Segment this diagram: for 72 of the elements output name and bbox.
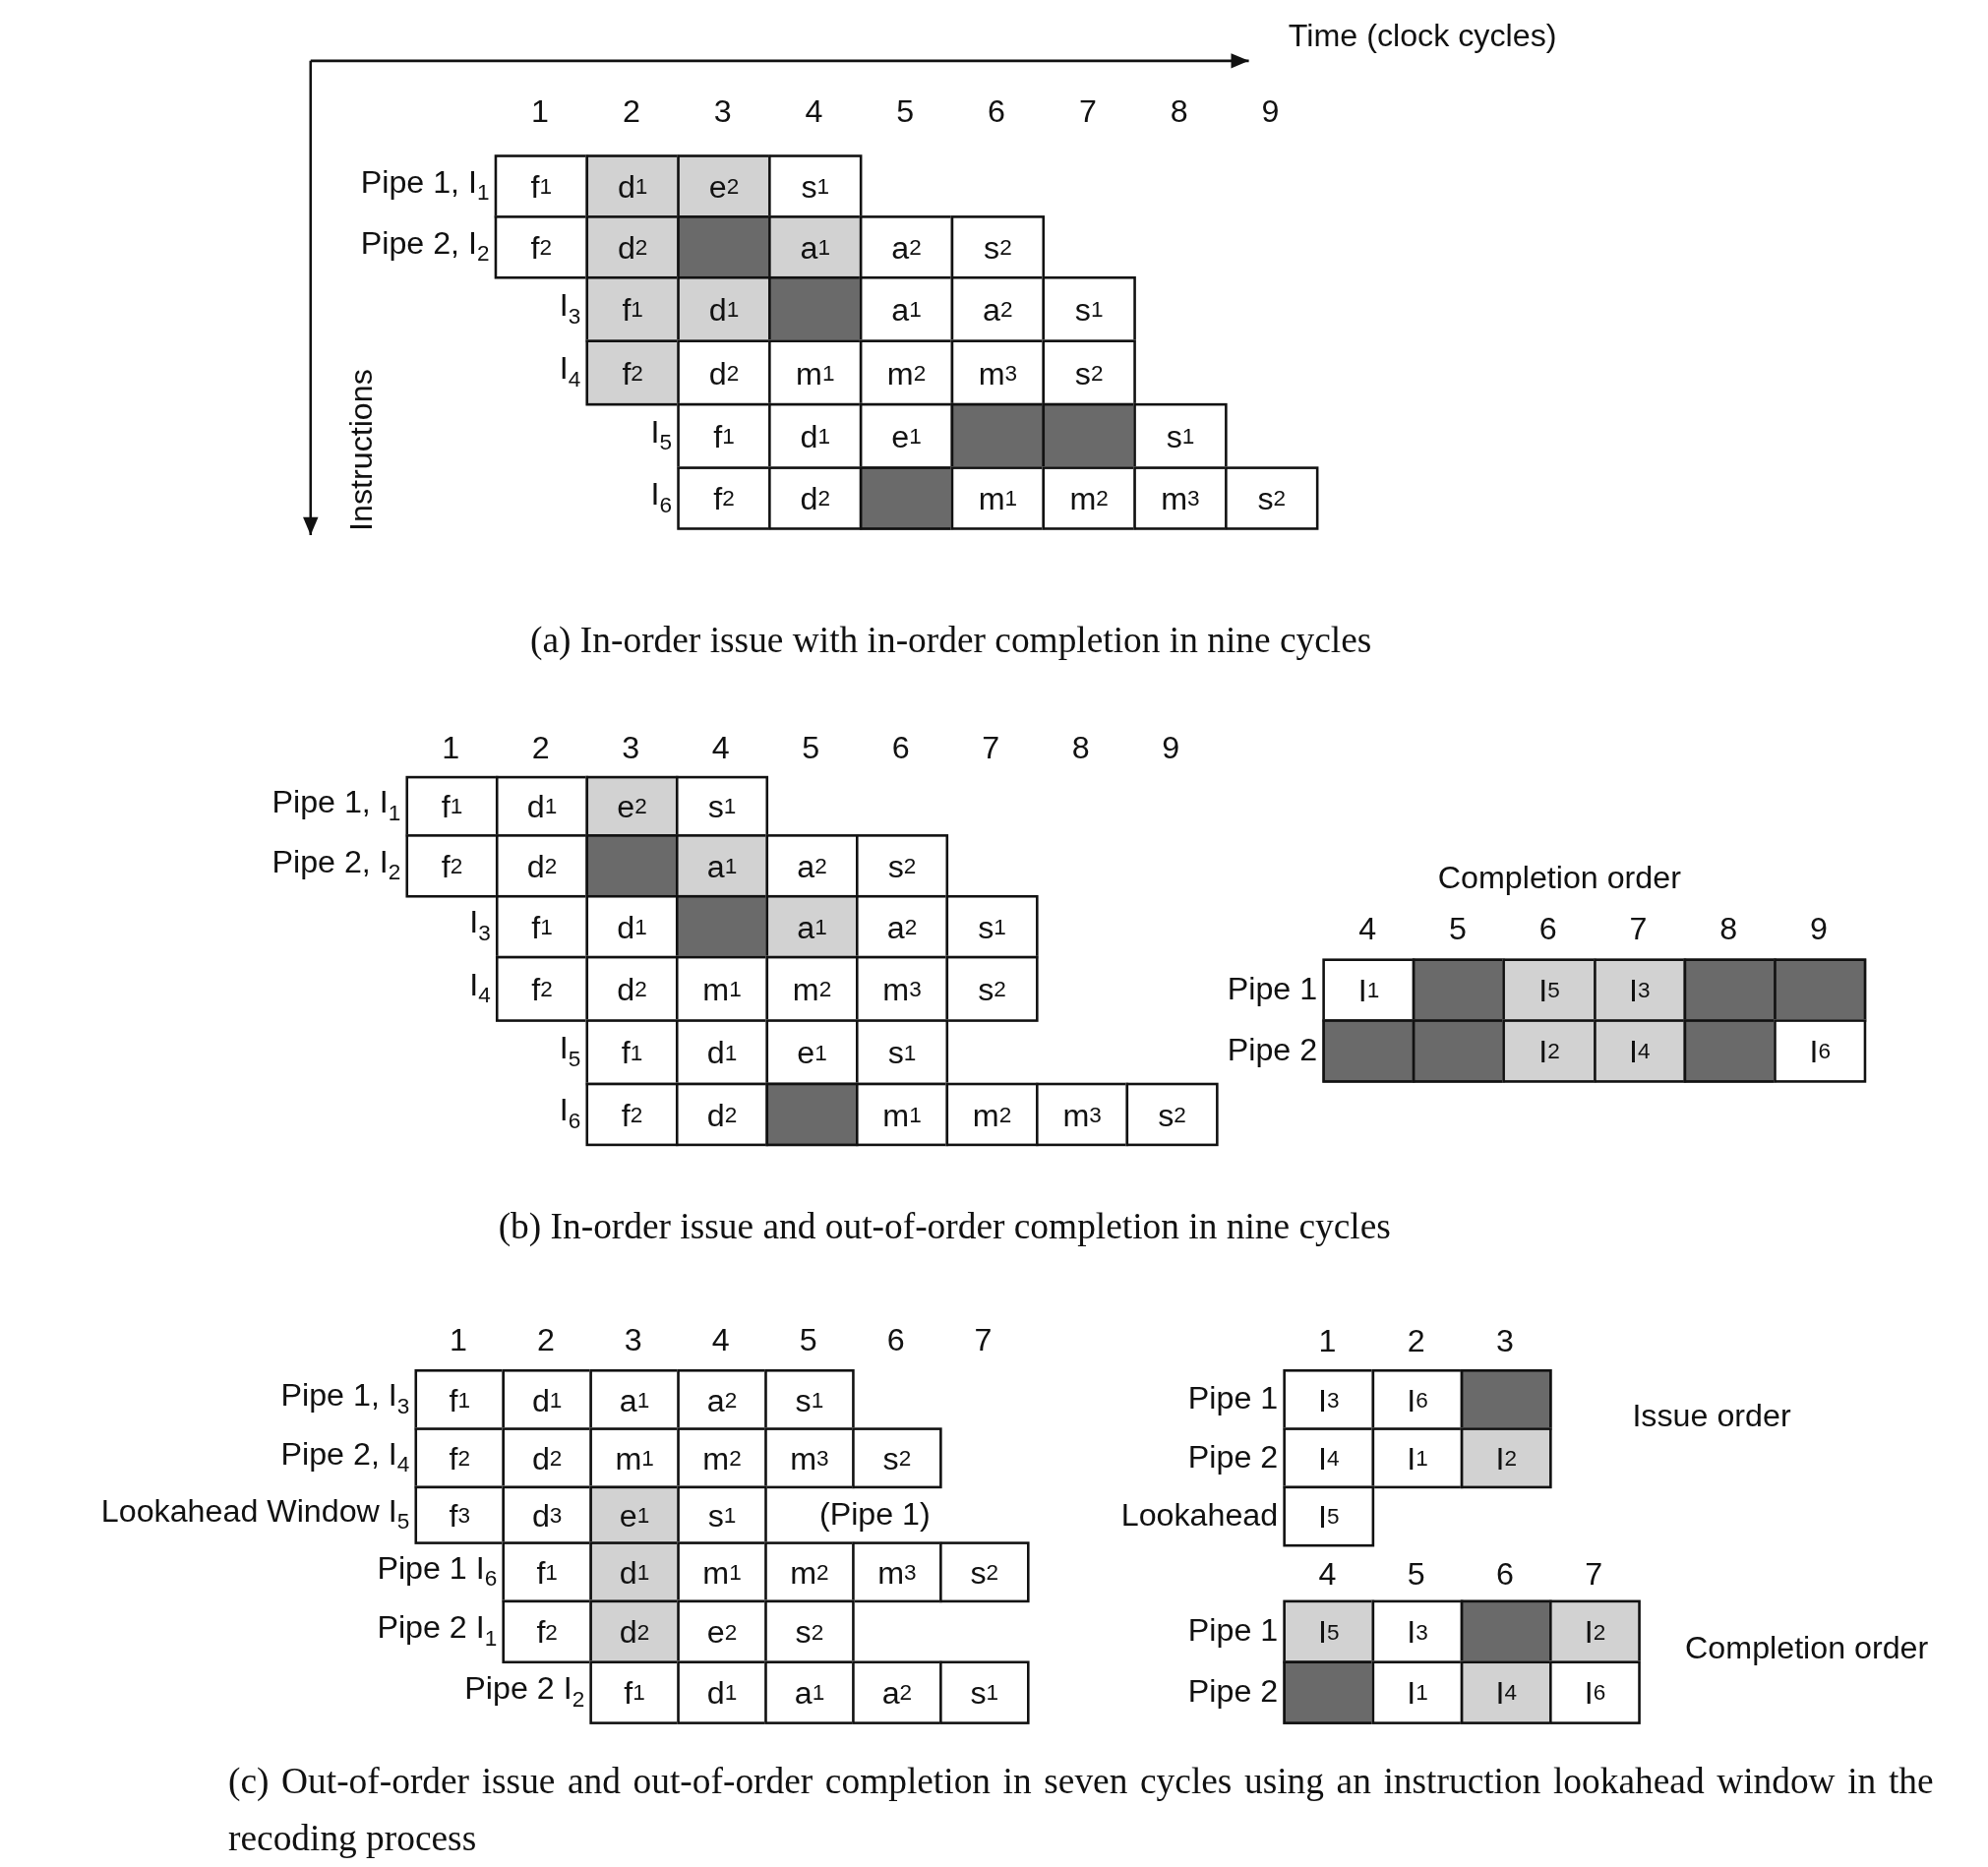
row-label: Lookahead Window I$_{5}$ — [100, 1493, 410, 1535]
row-label: Pipe 1 — [1227, 971, 1318, 1007]
row-label: Pipe 2 I$_{1}$ — [377, 1609, 498, 1652]
cycle-number: 3 — [1495, 1323, 1514, 1359]
row-label: I$_{4}$ — [559, 350, 581, 392]
row-label: Pipe 2 — [1187, 1439, 1279, 1475]
row-label: Pipe 2, I$_{2}$ — [360, 225, 490, 267]
row-label: I$_{3}$ — [559, 287, 581, 329]
cycle-number: 4 — [1358, 912, 1377, 947]
row-label: Pipe 1 I$_{6}$ — [377, 1550, 498, 1592]
cycle-number: 7 — [982, 730, 1000, 766]
cycle-number: 8 — [1719, 912, 1738, 947]
cycle-number: 4 — [805, 93, 823, 130]
cycle-number: 5 — [896, 93, 915, 130]
cycle-number: 5 — [1449, 912, 1467, 947]
cycle-number: 6 — [1538, 912, 1557, 947]
note-text: (Pipe 1) — [818, 1496, 931, 1532]
row-label: I$_{5}$ — [559, 1030, 581, 1072]
row-label: Pipe 2 — [1187, 1673, 1279, 1710]
cycle-number: 3 — [624, 1322, 642, 1358]
cycle-number: 7 — [1078, 93, 1097, 130]
row-label: Lookahead — [1120, 1497, 1279, 1533]
row-label: Pipe 2, I$_{4}$ — [280, 1436, 410, 1477]
cycle-number: 5 — [802, 730, 820, 766]
cycle-number: 3 — [713, 93, 732, 130]
cycle-number: 1 — [450, 1322, 467, 1358]
row-label: I$_{6}$ — [650, 476, 673, 518]
cycle-number: 8 — [1170, 93, 1188, 130]
figure-caption: (c) Out-of-order issue and out-of-order completion in seven cycles using an instruction lookahead window in the recoding process — [228, 1759, 1934, 1860]
cycle-number: 1 — [531, 93, 550, 130]
row-label: Pipe 1 — [1187, 1380, 1279, 1416]
axis-label: Instructions — [343, 369, 380, 531]
cycle-number: 4 — [1318, 1557, 1337, 1593]
cycle-number: 4 — [711, 1322, 730, 1358]
cycle-number: 4 — [711, 730, 730, 766]
cycle-number: 7 — [1629, 912, 1648, 947]
row-label: I$_{4}$ — [469, 967, 491, 1008]
cycle-number: 1 — [1318, 1323, 1337, 1359]
row-label: Pipe 2, I$_{2}$ — [271, 844, 401, 885]
axis-label: Time (clock cycles) — [1288, 18, 1557, 53]
cycle-number: 9 — [1261, 93, 1280, 130]
table-title: Completion order — [1685, 1630, 1929, 1666]
cycle-number: 9 — [1162, 730, 1180, 766]
cycle-number: 2 — [622, 93, 640, 130]
row-label: Pipe 1, I$_{3}$ — [280, 1377, 410, 1419]
cycle-number: 1 — [442, 730, 460, 766]
row-label: Pipe 1 — [1187, 1612, 1279, 1649]
cycle-number: 2 — [1407, 1323, 1425, 1359]
cycle-number: 5 — [1407, 1557, 1425, 1593]
cycle-number: 6 — [886, 1322, 905, 1358]
cycle-number: 8 — [1071, 730, 1090, 766]
figure-caption: (a) In-order issue with in-order completion in nine cycles — [530, 619, 1372, 662]
row-label: Pipe 2 — [1227, 1032, 1318, 1067]
cycle-number: 2 — [536, 1322, 555, 1358]
cycle-number: 2 — [531, 730, 550, 766]
row-label: Pipe 1, I$_{1}$ — [271, 784, 401, 826]
cycle-number: 5 — [799, 1322, 817, 1358]
row-label: I$_{5}$ — [650, 414, 673, 455]
cycle-number: 6 — [891, 730, 910, 766]
table-title: Issue order — [1632, 1399, 1791, 1434]
cycle-number: 3 — [622, 730, 640, 766]
row-label: I$_{3}$ — [469, 905, 491, 946]
cycle-number: 7 — [974, 1322, 993, 1358]
row-label: Pipe 2 I$_{2}$ — [464, 1670, 585, 1713]
row-label: Pipe 1, I$_{1}$ — [360, 164, 490, 206]
figure-caption: (b) In-order issue and out-of-order completion in nine cycles — [498, 1205, 1391, 1247]
row-label: I$_{6}$ — [559, 1092, 581, 1134]
cycle-number: 9 — [1810, 912, 1828, 947]
cycle-number: 6 — [988, 93, 1006, 130]
cycle-number: 7 — [1585, 1557, 1603, 1593]
table-title: Completion order — [1437, 860, 1681, 895]
cycle-number: 6 — [1495, 1557, 1514, 1593]
